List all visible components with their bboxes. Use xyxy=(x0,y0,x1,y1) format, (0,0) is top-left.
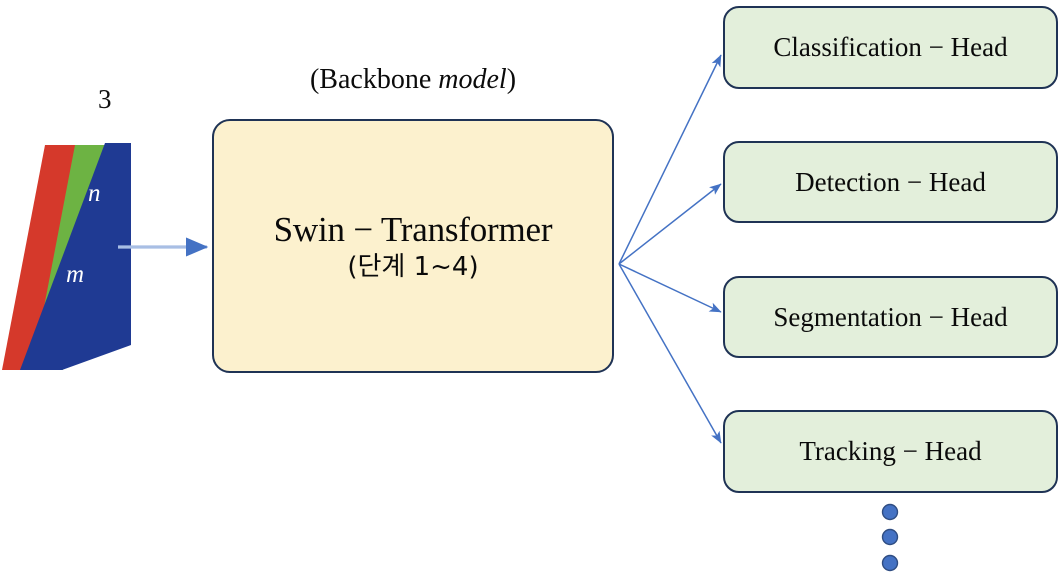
input-channels-label: 3 xyxy=(98,84,112,114)
head-node-segmentation[interactable]: Segmentation − Head xyxy=(723,276,1058,358)
backbone-caption-prefix: (Backbone xyxy=(309,64,439,95)
image-plane-green xyxy=(32,145,108,370)
arrow-to-classification-head xyxy=(618,54,722,265)
head-node-tracking[interactable]: Tracking − Head xyxy=(723,410,1058,493)
backbone-title: Swin − Transformer xyxy=(273,209,553,249)
ellipsis-dot xyxy=(881,554,899,572)
image-plane-red xyxy=(2,145,78,370)
head-label: Detection − Head xyxy=(795,166,986,197)
head-node-detection[interactable]: Detection − Head xyxy=(723,141,1058,223)
fanout-arrow-group xyxy=(618,54,722,444)
head-node-classification[interactable]: Classification − Head xyxy=(723,6,1058,89)
vertical-ellipsis-icon xyxy=(881,503,899,572)
rgb-image-stack xyxy=(2,143,131,370)
backbone-node[interactable]: Swin − Transformer (단계 1~4) xyxy=(212,119,614,373)
head-label: Classification − Head xyxy=(773,32,1008,63)
backbone-caption-suffix: ) xyxy=(506,64,517,95)
ellipsis-dot xyxy=(881,503,899,521)
head-label: Segmentation − Head xyxy=(773,301,1008,332)
backbone-caption-model-word: model xyxy=(438,64,507,95)
input-height-label: n xyxy=(88,180,101,207)
backbone-subtitle: (단계 1~4) xyxy=(347,252,479,283)
arrow-to-segmentation-head xyxy=(618,263,722,313)
backbone-caption: (Backbone model) xyxy=(212,64,614,96)
input-width-label: m xyxy=(66,261,85,288)
head-label: Tracking − Head xyxy=(799,436,982,467)
image-plane-blue xyxy=(20,143,131,370)
ellipsis-dot xyxy=(881,528,899,546)
arrow-to-detection-head xyxy=(618,183,722,265)
arrow-to-tracking-head xyxy=(618,263,722,444)
